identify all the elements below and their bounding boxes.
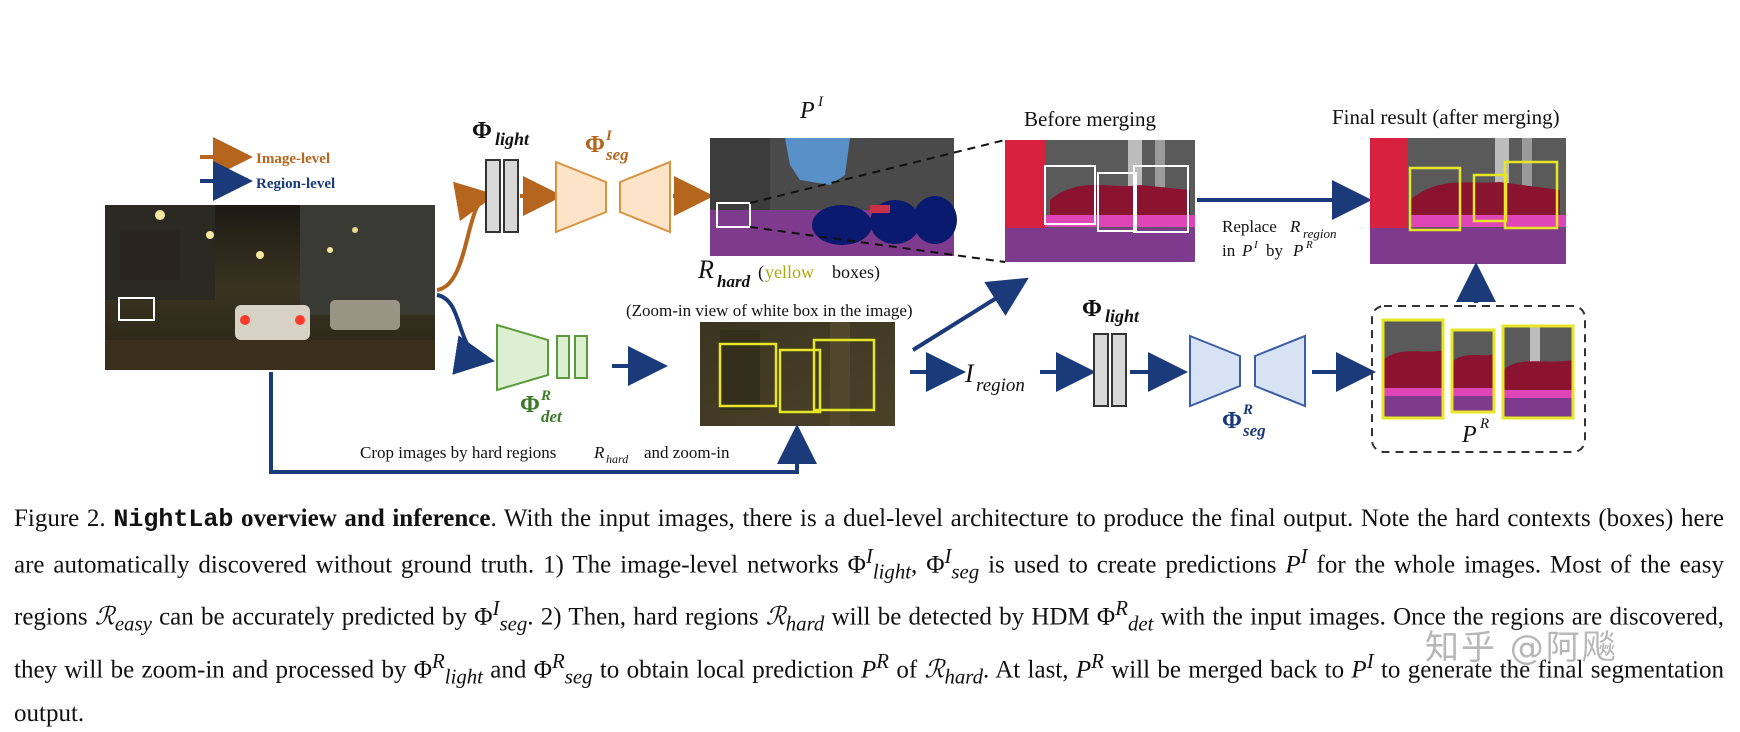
caption-line5: . 2) Then, hard regions <box>527 603 766 631</box>
arrow-zoom-to-before <box>911 277 1029 352</box>
figure-caption: Figure 2. NightLab overview and inferenc… <box>14 505 1725 727</box>
final-result-label: Final result (after merging) <box>1332 105 1560 129</box>
pi-sup: I <box>817 94 824 110</box>
r-hard-label: R hard ( yellow boxes) <box>697 255 880 291</box>
legend-region-label: Region-level <box>256 176 335 192</box>
caption-fig-num: Figure 2. <box>14 505 106 532</box>
phi-light-region-block: Φ light <box>1082 296 1140 407</box>
svg-text:R: R <box>593 443 605 462</box>
phi-seg-region-block: Φ R seg <box>1189 334 1306 440</box>
caption-line3: for the whole images. Most of the easy r… <box>14 551 1724 631</box>
architecture-diagram: Image-level Region-level Φ light Φ I <box>105 94 1586 474</box>
crop-path-arrow <box>269 372 817 474</box>
input-image <box>105 205 435 370</box>
caption-line2: is used to create predictions <box>979 551 1286 579</box>
pi-label: P <box>799 98 815 124</box>
phi-seg-i-sub: seg <box>605 145 629 164</box>
p-i-segmap: P I <box>710 94 957 256</box>
final-result: Final result (after merging) <box>1332 105 1566 264</box>
svg-text:R: R <box>1242 402 1253 418</box>
zoom-dash-bottom <box>749 226 1006 263</box>
arrow-to-phi-det <box>436 293 495 375</box>
p-r-group: P R <box>1371 305 1586 453</box>
svg-text:Φ: Φ <box>1222 408 1242 434</box>
caption-line9: to obtain local prediction <box>592 655 861 683</box>
replace-text: Replace R region in P I by P R <box>1222 217 1336 260</box>
watermark: 知乎 @阿飚 <box>1425 628 1618 668</box>
caption-line13: to generate the final segmentation outpu… <box>14 655 1725 727</box>
svg-text:by: by <box>1266 241 1284 260</box>
legend-image-label: Image-level <box>256 151 330 167</box>
caption-line6: will be detected by HDM Φ <box>824 603 1116 631</box>
caption-line11: . At last, <box>983 655 1076 683</box>
svg-text:region: region <box>976 375 1025 396</box>
caption-title-mono: NightLab <box>113 505 234 534</box>
svg-text:I: I <box>964 359 975 388</box>
svg-text:Φ: Φ <box>1082 296 1102 322</box>
caption-line12: will be merged back to <box>1103 655 1352 683</box>
caption-line1: . With the input images, there is a duel… <box>14 505 1724 579</box>
svg-text:in: in <box>1222 241 1236 260</box>
phi-light-image-block: Φ light <box>472 118 530 233</box>
pr-label: P <box>1461 422 1477 448</box>
before-merging: Before merging <box>1005 107 1195 262</box>
phi-seg-i-label: Φ <box>585 132 605 158</box>
phi-light-sub: light <box>495 129 530 149</box>
caption-line8: and Φ <box>482 655 552 683</box>
svg-text:(: ( <box>758 262 764 283</box>
arrow-to-phi-light-image <box>436 181 496 292</box>
phi-seg-image-block: Φ I seg <box>555 128 671 234</box>
pr-sup: R <box>1479 416 1489 432</box>
phi-det-label: Φ <box>520 392 540 418</box>
phi-light-label: Φ <box>472 118 492 144</box>
svg-text:boxes): boxes) <box>832 262 880 283</box>
before-merging-label: Before merging <box>1024 107 1156 131</box>
svg-text:seg: seg <box>1242 421 1266 440</box>
svg-text:R: R <box>1305 239 1313 251</box>
svg-text:I: I <box>1253 239 1259 251</box>
caption-title-rest: overview and inference <box>240 505 491 532</box>
svg-text:R: R <box>1289 217 1301 236</box>
phi-det-block: Φ R det <box>496 323 588 426</box>
svg-text:R: R <box>697 255 714 284</box>
svg-text:Replace: Replace <box>1222 217 1277 236</box>
phi-seg-i-sup: I <box>605 128 613 144</box>
svg-text:yellow: yellow <box>765 262 814 282</box>
svg-text:P: P <box>1292 241 1303 260</box>
pi-white-box <box>716 202 751 228</box>
caption-line10: of <box>889 655 925 683</box>
i-region-label: I region <box>964 359 1025 396</box>
crop-text: Crop images by hard regions R hard and z… <box>360 443 730 466</box>
zoom-view-label: (Zoom-in view of white box in the image) <box>626 301 913 320</box>
legend: Image-level Region-level <box>200 137 335 201</box>
svg-text:hard: hard <box>717 272 751 291</box>
svg-text:P: P <box>1241 241 1252 260</box>
input-white-box <box>118 297 155 321</box>
svg-text:light: light <box>1105 306 1140 326</box>
caption-line4: can be accurately predicted by Φ <box>151 603 493 631</box>
svg-text:Crop images by hard regions: Crop images by hard regions <box>360 443 556 462</box>
svg-text:hard: hard <box>606 452 629 466</box>
phi-det-sup: R <box>540 388 551 404</box>
phi-det-sub: det <box>541 407 563 426</box>
svg-text:region: region <box>1303 226 1336 241</box>
zoom-view-image <box>700 322 895 426</box>
svg-text:and zoom-in: and zoom-in <box>644 443 730 462</box>
caption-line7: with the input images. Once the regions … <box>14 603 1725 683</box>
zoom-dash-top <box>749 139 1006 204</box>
